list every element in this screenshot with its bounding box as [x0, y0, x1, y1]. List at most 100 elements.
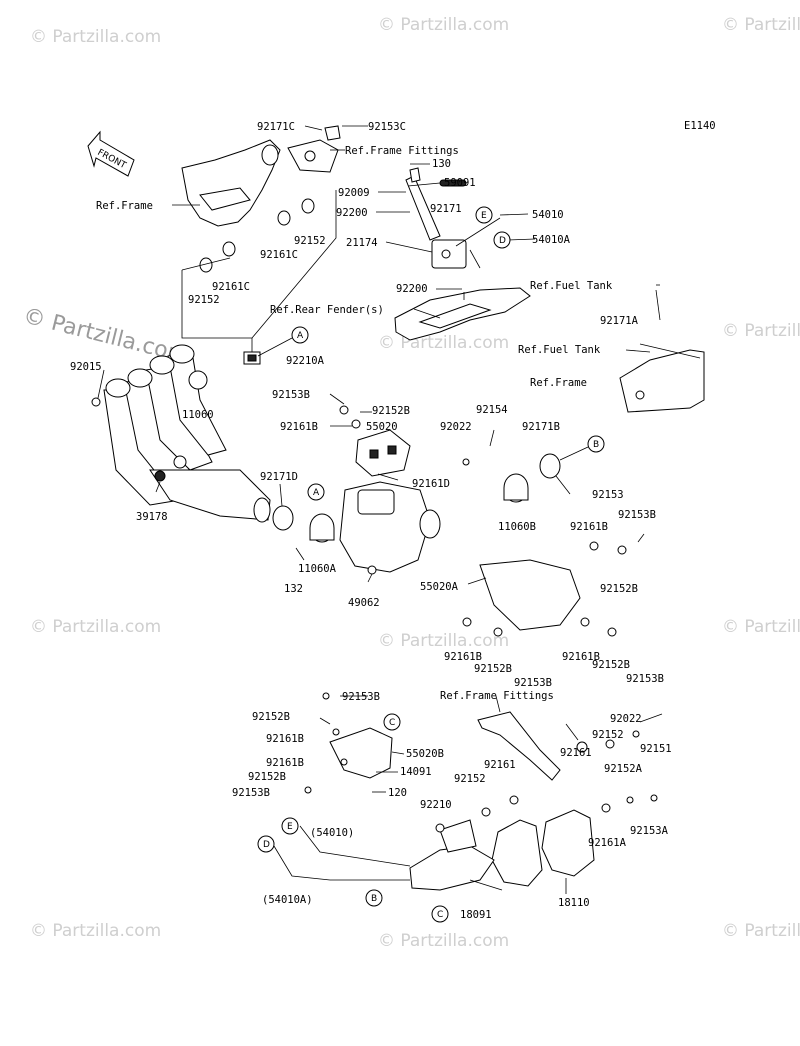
part-label: 92210	[420, 799, 452, 811]
header-pipes	[103, 344, 271, 523]
part-label: 130	[432, 158, 451, 170]
part-label: 92153A	[630, 825, 669, 837]
part-label: 92171D	[260, 471, 298, 483]
gasket-rings-top	[199, 198, 315, 273]
circle-e-top	[475, 206, 493, 224]
part-label: 92152B	[372, 405, 410, 417]
part-label: 92161C	[212, 281, 250, 293]
part-label: 92153	[592, 489, 624, 501]
part-label: 92153B	[232, 787, 270, 799]
part-label: 92153B	[272, 389, 310, 401]
part-label: 54010	[532, 209, 564, 221]
watermark: © Partzilla.com	[30, 27, 161, 47]
part-label: 92161C	[260, 249, 298, 261]
gasket-11060	[188, 370, 208, 390]
part-label: 92161B	[570, 521, 608, 533]
part-label: 92152B	[474, 663, 512, 675]
watermark: © Partzilla.com	[378, 333, 509, 353]
watermark: © Partzilla.com	[378, 631, 509, 651]
part-labels: 92171C 92153C 130 59091 92009 92200 9217…	[70, 121, 672, 921]
part-label: 92152B	[592, 659, 630, 671]
watermark: © Partzilla.com	[722, 617, 800, 637]
ref-frame-fittings-bottom: Ref.Frame Fittings	[440, 690, 554, 702]
part-label: 92152	[592, 729, 624, 741]
part-label: 92153C	[368, 121, 406, 133]
part-label: 92161B	[444, 651, 482, 663]
part-label: 55020	[366, 421, 398, 433]
circle-c-bottom2	[431, 905, 449, 923]
circle-letter: C	[389, 718, 395, 728]
nut-92015	[91, 397, 101, 407]
watermark: © Partzilla.com	[378, 15, 509, 35]
part-label: 92161D	[412, 478, 450, 490]
circle-letter: A	[313, 488, 320, 498]
part-label: 92171A	[600, 315, 639, 327]
cable-bottom	[273, 825, 411, 881]
ref-frame-right: Ref.Frame	[530, 377, 587, 389]
part-label: 120	[388, 787, 407, 799]
ref-frame-left: Ref.Frame	[96, 200, 153, 212]
frame-fitting-top	[181, 125, 341, 227]
watermark: © Partzilla.com	[378, 931, 509, 951]
muffler-body	[409, 819, 495, 891]
figure-code: E1140	[684, 120, 716, 132]
part-label: 92161B	[280, 421, 318, 433]
part-label: 92161B	[266, 733, 304, 745]
circle-a-mid	[307, 483, 325, 501]
watermark: © Partzilla.com	[30, 617, 161, 637]
part-label: 92152B	[252, 711, 290, 723]
cover-55020	[355, 429, 411, 477]
circle-b-bottom	[365, 889, 383, 907]
frame-fitting-bottom	[477, 711, 561, 781]
part-label: (54010)	[310, 827, 354, 839]
cover-55020a	[479, 559, 581, 631]
part-label: 39178	[136, 511, 168, 523]
part-label: 59091	[444, 177, 476, 189]
damper-92210a	[243, 351, 261, 365]
part-label: 92153B	[514, 677, 552, 689]
ref-fuel-tank-1: Ref.Fuel Tank	[530, 280, 613, 292]
part-label: 11060B	[498, 521, 536, 533]
part-label: 92210A	[286, 355, 325, 367]
part-label: 11060A	[298, 563, 337, 575]
part-label: 92200	[336, 207, 368, 219]
part-label: 92152	[188, 294, 220, 306]
clamp-92171b	[539, 453, 571, 495]
watermark: © Partzilla.com	[722, 15, 800, 35]
part-label: 92161	[560, 747, 592, 759]
part-label: 92022	[610, 713, 642, 725]
ref-rear-fender: Ref.Rear Fender(s)	[270, 304, 384, 316]
circle-letter: E	[287, 822, 293, 832]
part-label: 55020A	[420, 581, 459, 593]
part-label: 92153B	[626, 673, 664, 685]
pre-chamber-49062	[339, 481, 441, 575]
part-label: 92161A	[588, 837, 627, 849]
part-label: 92161B	[266, 757, 304, 769]
part-label: 21174	[346, 237, 378, 249]
part-label: 92015	[70, 361, 102, 373]
part-label: 92171	[430, 203, 462, 215]
leader-lines	[97, 125, 660, 894]
part-label: (54010A)	[262, 894, 313, 906]
part-label: 92171C	[257, 121, 295, 133]
part-label: 92154	[476, 404, 508, 416]
part-label: 92152A	[604, 763, 643, 775]
watermark: © Partzilla.com	[722, 921, 800, 941]
part-label: 92161	[484, 759, 516, 771]
part-label: 14091	[400, 766, 432, 778]
gasket-11060a	[309, 513, 335, 543]
circle-b-mid	[587, 435, 605, 453]
part-label: 92161B	[562, 651, 600, 663]
part-label: 92151	[640, 743, 672, 755]
part-label: 92152	[454, 773, 486, 785]
cable-54010	[455, 213, 536, 269]
part-label: 18091	[460, 909, 492, 921]
circle-letter: D	[499, 236, 506, 246]
silencer-18091	[491, 819, 543, 887]
part-label: 92200	[396, 283, 428, 295]
circle-letter: B	[371, 894, 377, 904]
part-label: 92153B	[342, 691, 380, 703]
part-label: 18110	[558, 897, 590, 909]
part-label: 11060	[182, 409, 214, 421]
